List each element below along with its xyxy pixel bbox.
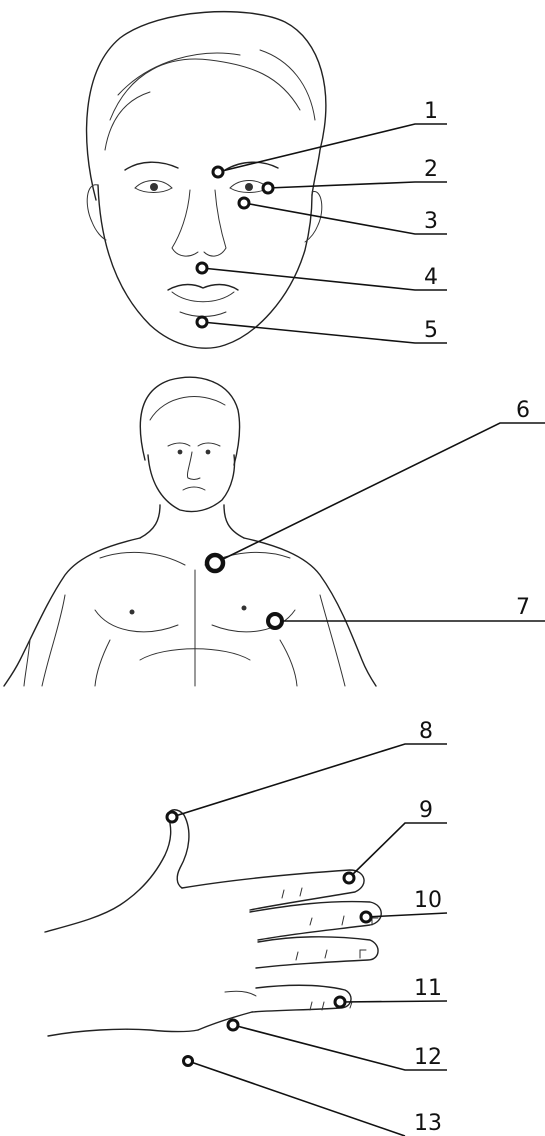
point-marker-7 (268, 614, 282, 628)
hand-illustration (45, 810, 381, 1036)
torso-illustration (4, 377, 376, 686)
point-labels: 1 2 3 4 5 6 7 8 9 10 11 12 13 (414, 99, 530, 1136)
point-label-7: 7 (516, 595, 530, 620)
point-marker-10 (361, 912, 371, 922)
face-illustration (87, 12, 326, 348)
point-marker-4 (197, 263, 207, 273)
point-label-3: 3 (424, 209, 438, 234)
point-marker-9 (344, 873, 354, 883)
point-label-6: 6 (516, 398, 530, 423)
point-label-13: 13 (414, 1111, 442, 1136)
point-label-10: 10 (414, 888, 442, 913)
point-label-2: 2 (424, 157, 438, 182)
point-label-9: 9 (419, 798, 433, 823)
point-marker-8 (167, 812, 177, 822)
point-marker-3 (239, 198, 249, 208)
point-marker-13 (184, 1057, 193, 1066)
point-marker-5 (197, 317, 207, 327)
point-marker-6 (207, 555, 223, 571)
point-label-1: 1 (424, 99, 438, 124)
point-label-5: 5 (424, 318, 438, 343)
point-marker-1 (213, 167, 223, 177)
point-marker-12 (228, 1020, 238, 1030)
point-label-4: 4 (424, 265, 438, 290)
point-marker-2 (263, 183, 273, 193)
point-label-11: 11 (414, 976, 442, 1001)
point-marker-11 (335, 997, 345, 1007)
point-label-8: 8 (419, 719, 433, 744)
point-label-12: 12 (414, 1045, 442, 1070)
